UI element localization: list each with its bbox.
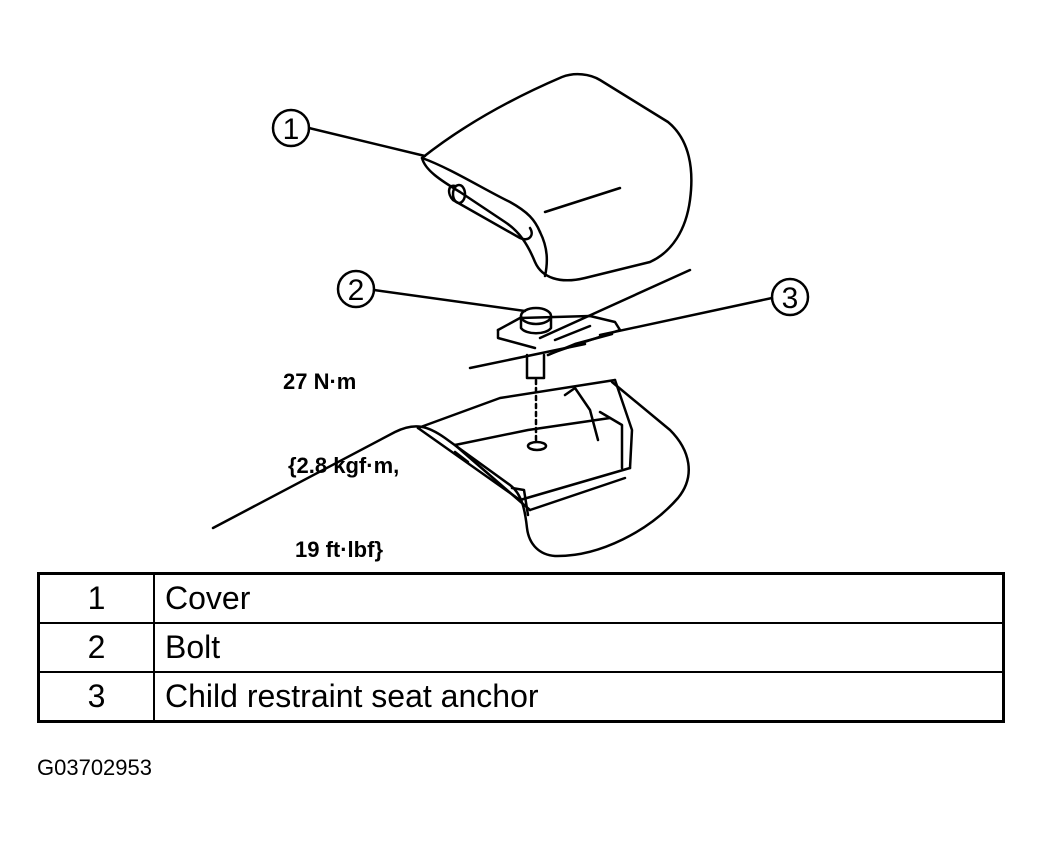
legend-number: 3 <box>37 671 155 723</box>
legend-number: 1 <box>37 572 155 624</box>
seat-cushion-illustration <box>211 268 692 558</box>
callout-2: 2 <box>336 269 527 313</box>
bolt-illustration <box>519 306 553 444</box>
figure-code: G03702953 <box>37 755 152 780</box>
svg-text:3: 3 <box>782 282 799 315</box>
svg-text:2: 2 <box>348 274 365 307</box>
torque-spec-ftlbf: 19 ft·lbf} <box>295 537 383 562</box>
torque-spec: 27 N·m {2.8 kgf·m, 19 ft·lbf} <box>283 312 399 592</box>
seat-anchor-diagram: 1 2 3 <box>211 72 810 558</box>
legend-part-name: Cover <box>153 572 1005 624</box>
legend-part-name: Bolt <box>153 622 1005 673</box>
cover-illustration <box>420 72 693 282</box>
legend-row: 3 Child restraint seat anchor <box>37 671 1005 723</box>
legend-row: 1 Cover <box>37 572 1005 624</box>
torque-spec-kgfm: {2.8 kgf·m, <box>288 453 400 478</box>
parts-legend-table: 1 Cover 2 Bolt 3 Child restraint seat an… <box>37 572 1005 723</box>
svg-text:1: 1 <box>283 113 300 146</box>
legend-part-name: Child restraint seat anchor <box>153 671 1005 723</box>
legend-number: 2 <box>37 622 155 673</box>
legend-row: 2 Bolt <box>37 622 1005 673</box>
torque-spec-nm: 27 N·m <box>283 369 357 394</box>
callout-1: 1 <box>271 108 427 158</box>
callout-3: 3 <box>598 277 810 337</box>
